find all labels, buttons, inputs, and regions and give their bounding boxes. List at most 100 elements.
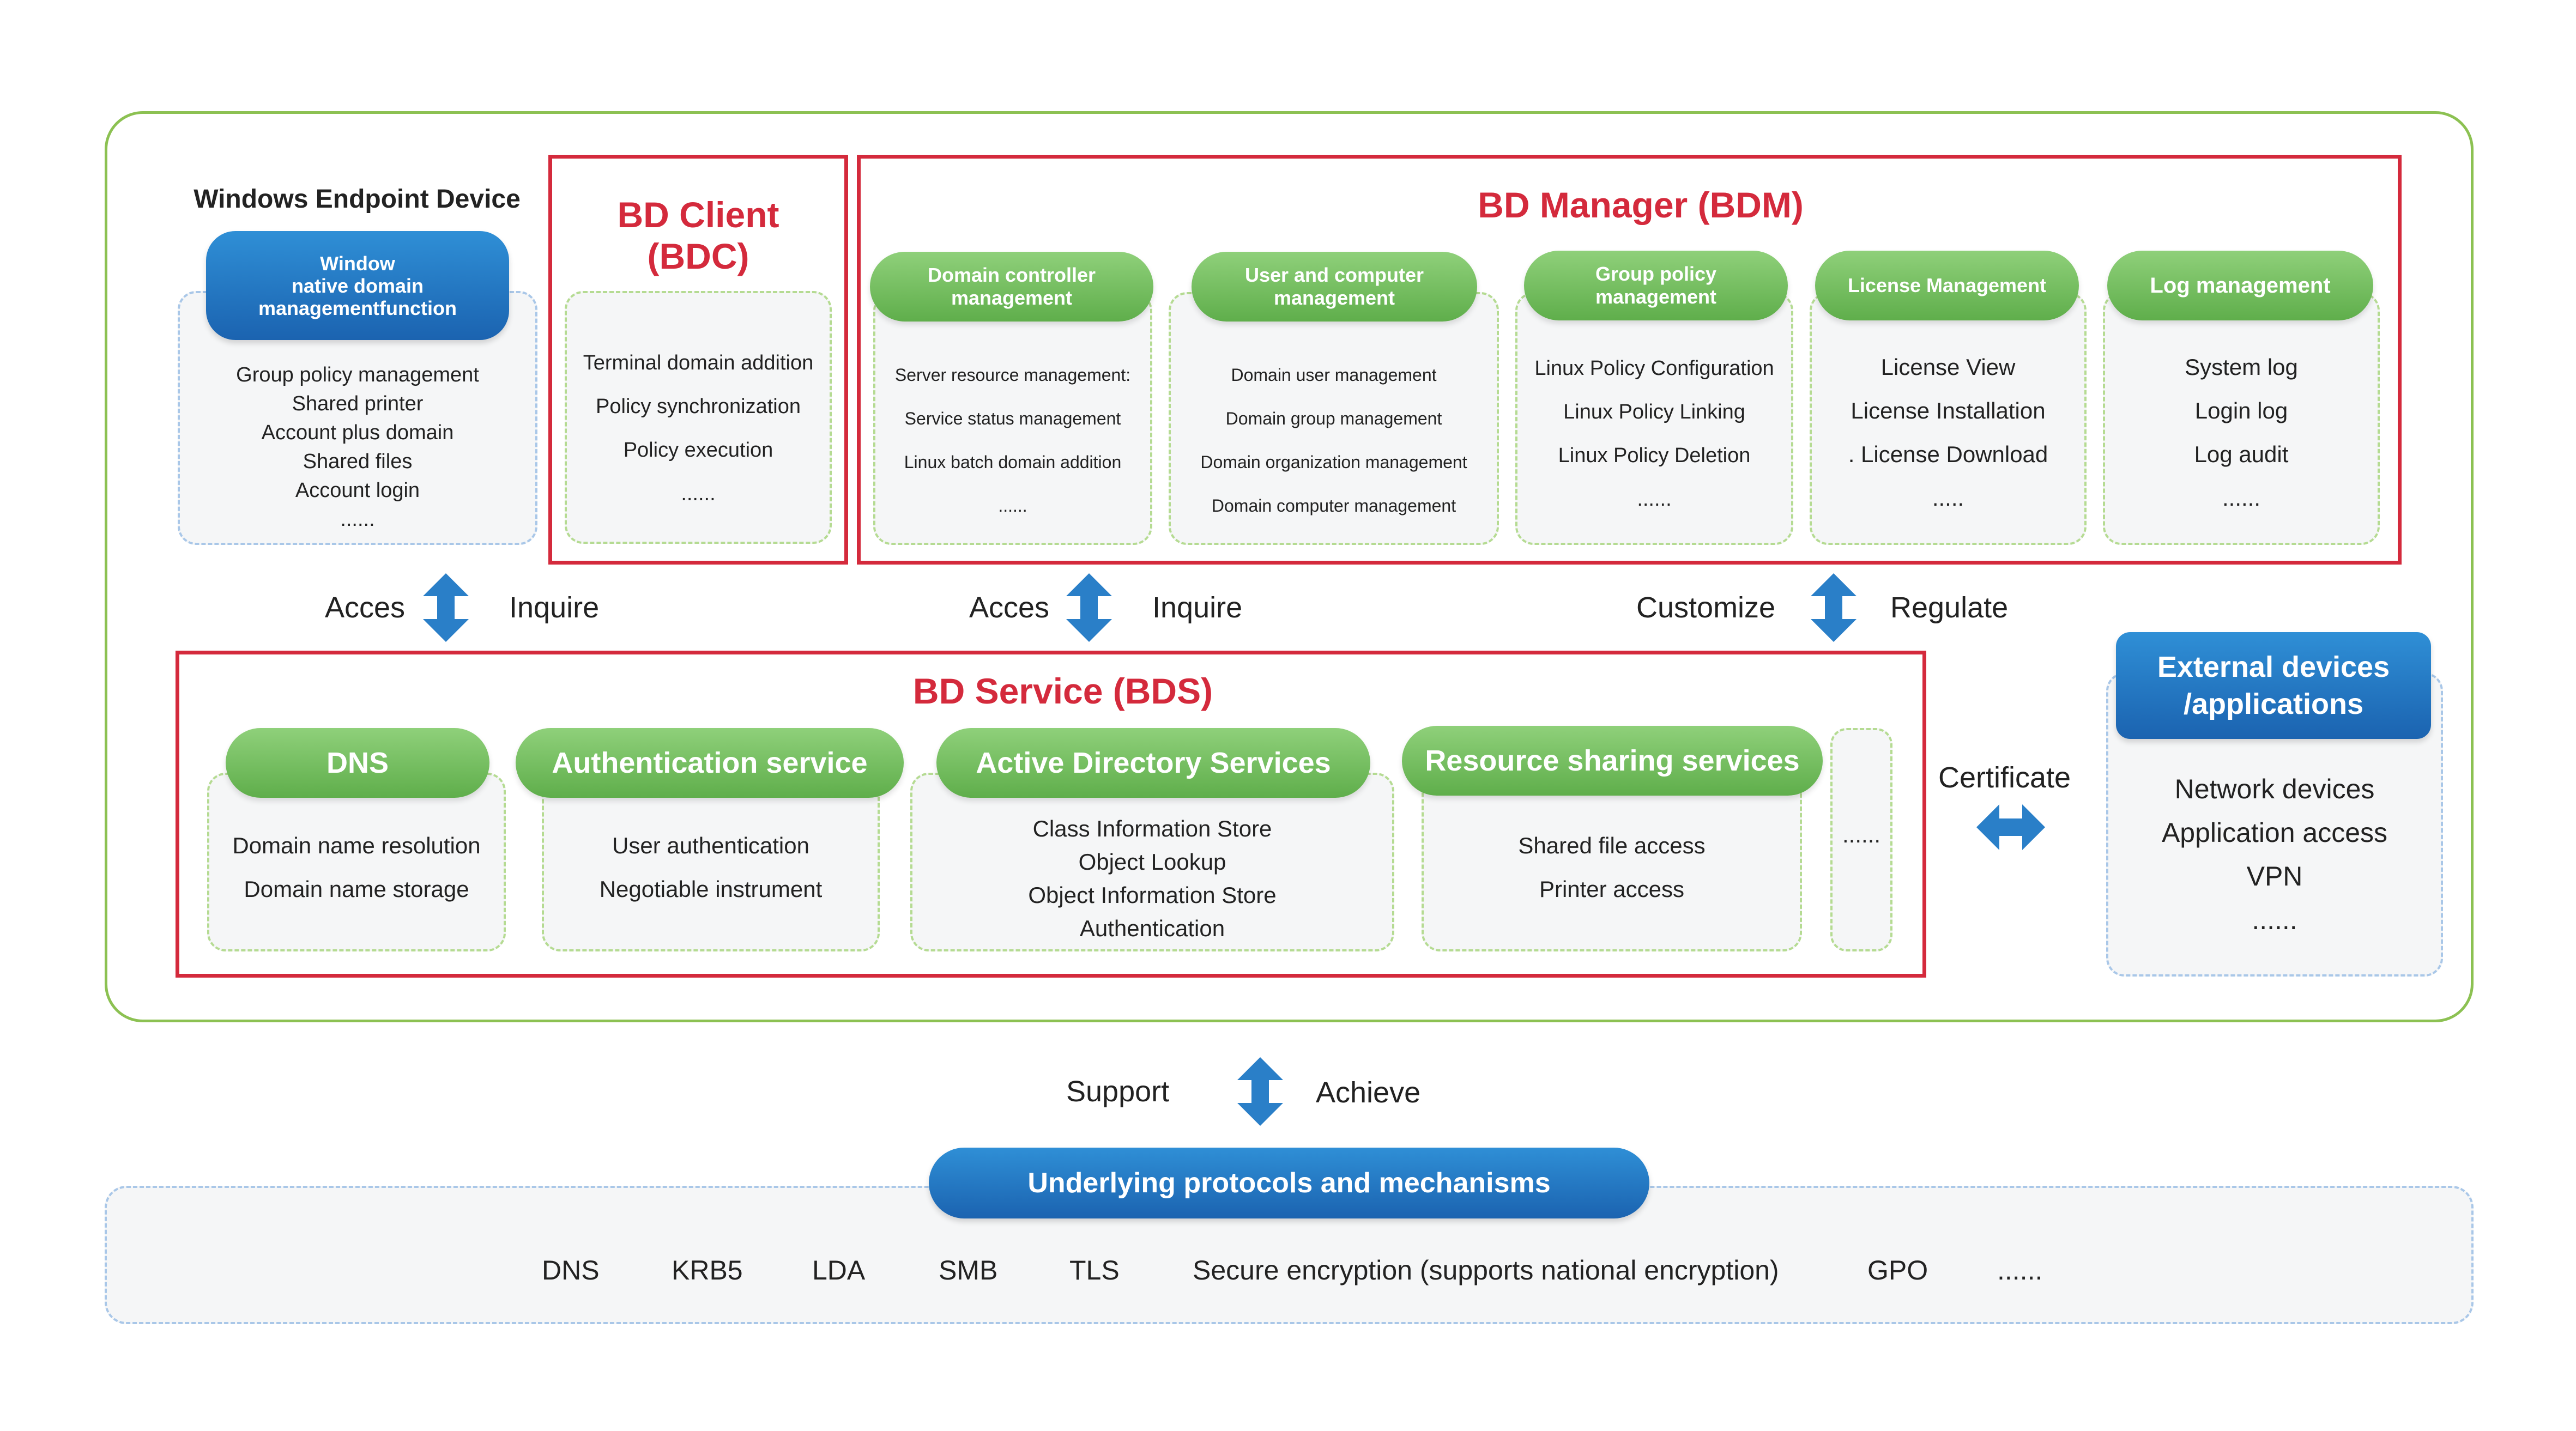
protocol-item: TLS (1069, 1255, 1120, 1286)
list-item: ...... (1637, 488, 1672, 511)
connector-label-support: Support (1066, 1075, 1170, 1108)
pill-line: External devices (2157, 651, 2390, 683)
bdm-module-items: Domain user management Domain group mana… (1169, 353, 1499, 527)
pill-line: Domain controller (927, 264, 1096, 286)
pill-line: management (1273, 287, 1395, 309)
list-item: Linux Policy Linking (1563, 401, 1745, 423)
bd-client-title: BD Client (BDC) (548, 194, 848, 277)
pill-line: management (1595, 286, 1717, 308)
connector-label-access: Acces (325, 591, 406, 624)
bdm-module-panel (1810, 292, 2087, 545)
list-item: Domain name resolution (232, 833, 481, 858)
list-item: ...... (2252, 905, 2297, 935)
bd-service-title: BD Service (BDS) (912, 671, 1213, 711)
bds-module-resource-sharing: Resource sharing services (1402, 726, 1823, 796)
bd-client-title-line2: (BDC) (647, 236, 749, 276)
bds-module-panel (1422, 773, 1802, 951)
protocol-item: GPO (1867, 1255, 1928, 1286)
bdm-module-items: Server resource management: Service stat… (873, 353, 1152, 527)
bds-more-panel (1830, 728, 1892, 951)
connector-label-regulate: Regulate (1890, 591, 2009, 624)
list-item: Service status management (904, 409, 1121, 428)
double-arrow-vertical-icon (423, 573, 469, 642)
bdm-module-group-policy: Group policy management (1524, 251, 1788, 320)
list-item: ...... (2222, 485, 2260, 511)
bdm-module-panel (1515, 292, 1793, 545)
list-item: Printer access (1539, 876, 1685, 902)
external-devices-items: Network devices Application access VPN .… (2106, 767, 2443, 942)
list-item: Object Lookup (1078, 849, 1226, 875)
list-item: Login log (2194, 398, 2288, 423)
list-item: Negotiable instrument (599, 876, 823, 902)
list-item: License View (1880, 354, 2016, 380)
protocol-item: SMB (939, 1255, 998, 1286)
list-item: Shared printer (292, 392, 424, 415)
bd-client-box (548, 155, 848, 565)
protocol-item: DNS (542, 1255, 600, 1286)
pill-line: User and computer (1244, 264, 1424, 286)
bd-manager-title: BD Manager (BDM) (1478, 185, 1804, 225)
pill-line: Window (320, 252, 395, 275)
list-item: ...... (340, 508, 375, 531)
bd-manager-box (857, 155, 2402, 565)
protocol-item: ...... (1997, 1255, 2043, 1286)
list-item: Policy execution (623, 439, 773, 462)
list-item: Policy synchronization (596, 395, 801, 418)
pill-line: Group policy (1595, 263, 1716, 285)
bdm-module-items: Linux Policy Configuration Linux Policy … (1515, 347, 1793, 521)
protocol-item: Secure encryption (supports national enc… (1193, 1255, 1779, 1286)
pill-line: Active Directory Services (976, 747, 1331, 779)
protocol-item: KRB5 (672, 1255, 743, 1286)
list-item: Object Information Store (1028, 882, 1277, 908)
double-arrow-vertical-icon (1066, 573, 1112, 642)
bdm-module-items: System log Login log Log audit ...... (2103, 345, 2380, 520)
bdm-module-log: Log management (2107, 251, 2373, 320)
list-item: Network devices (2174, 774, 2375, 804)
connector-label-access: Acces (969, 591, 1050, 624)
double-arrow-horizontal-icon (1976, 804, 2045, 850)
list-item: License Installation (1851, 398, 2046, 423)
bd-service-box (176, 651, 1926, 978)
list-item: VPN (2246, 861, 2303, 892)
list-item: Linux Policy Configuration (1534, 357, 1774, 380)
list-item: Application access (2161, 817, 2388, 848)
list-item: Domain user management (1231, 365, 1437, 385)
connector-label-inquire: Inquire (509, 591, 600, 624)
list-item: Authentication (1079, 915, 1225, 941)
list-item: Class Information Store (1032, 816, 1272, 841)
protocol-item: LDA (812, 1255, 866, 1286)
windows-endpoint-items: Group policy management Shared printer A… (178, 361, 537, 534)
pill-line: DNS (326, 747, 389, 779)
bd-client-panel (565, 291, 832, 544)
bds-module-panel (542, 773, 880, 951)
list-item: Linux Policy Deletion (1558, 444, 1751, 467)
list-item: Shared files (303, 450, 413, 473)
bdm-module-panel (2103, 292, 2380, 545)
list-item: Domain computer management (1211, 496, 1456, 516)
bds-more-label: ...... (1842, 822, 1880, 847)
connector-label-certificate: Certificate (1938, 761, 2071, 794)
bds-module-authentication: Authentication service (516, 728, 904, 798)
bd-client-title-line1: BD Client (617, 195, 779, 235)
connector-label-inquire: Inquire (1152, 591, 1243, 624)
bdm-module-items: License View License Installation . Lice… (1810, 345, 2087, 520)
list-item: System log (2185, 354, 2298, 380)
bds-module-active-directory: Active Directory Services (936, 728, 1370, 798)
list-item: ...... (681, 482, 716, 505)
connector-label-customize: Customize (1636, 591, 1776, 624)
pill-line: management (951, 287, 1073, 309)
bds-module-items: Class Information Store Object Lookup Ob… (910, 812, 1394, 945)
pill-line: License Management (1847, 274, 2047, 296)
pill-line: Log management (2150, 273, 2331, 298)
list-item: Domain name storage (244, 876, 469, 902)
pill-line: /applications (2183, 688, 2364, 720)
bdm-module-user-computer: User and computer management (1192, 252, 1477, 322)
external-devices-pill: External devices /applications (2116, 632, 2431, 739)
list-item: Shared file access (1518, 833, 1706, 858)
list-item: Account login (295, 479, 420, 502)
bd-client-items: Terminal domain addition Policy synchron… (565, 341, 832, 516)
bds-module-items: User authentication Negotiable instrumen… (542, 824, 880, 911)
list-item: Log audit (2194, 441, 2289, 467)
list-item: Terminal domain addition (583, 351, 814, 374)
double-arrow-vertical-icon (1237, 1057, 1283, 1126)
